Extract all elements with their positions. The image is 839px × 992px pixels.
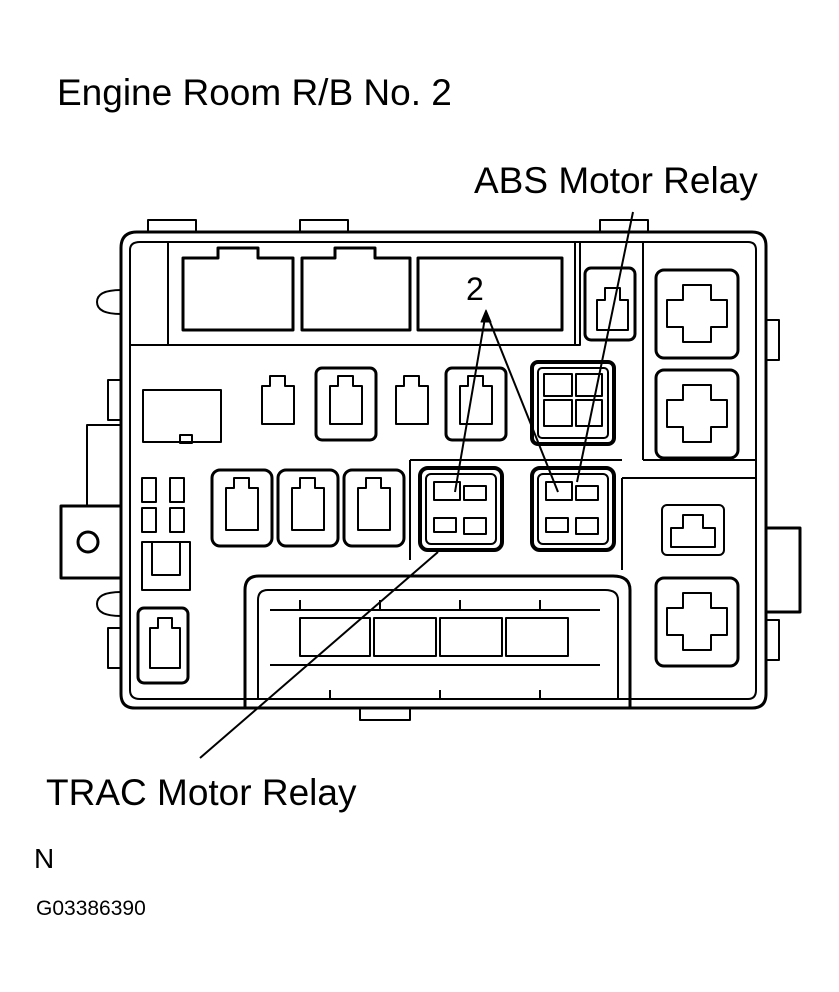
diagram-title: Engine Room R/B No. 2 (57, 72, 452, 113)
cross-icon (666, 592, 728, 651)
connector-3 (416, 256, 564, 332)
left-knob (96, 591, 122, 617)
pin-2-leader-right (485, 311, 559, 493)
small-relay-icon (149, 617, 181, 669)
fuse (169, 507, 185, 533)
small-relay-icon (596, 287, 629, 331)
left-knob (96, 289, 122, 315)
small-relay-icon (261, 375, 295, 425)
small-relay-icon (225, 477, 259, 531)
abs-leader-line (576, 211, 634, 483)
small-relay-icon (291, 477, 325, 531)
figure-id: G03386390 (36, 897, 146, 920)
small-relay-icon (395, 375, 429, 425)
orientation-letter: N (34, 843, 55, 874)
left-mounting-ear (59, 504, 121, 580)
top-partition (167, 242, 581, 346)
mounting-hole (76, 530, 100, 554)
relay-block-housing (119, 230, 768, 710)
cross-socket (654, 576, 740, 668)
left-clip (107, 379, 122, 421)
left-bracket (86, 424, 121, 506)
cross-icon (666, 284, 728, 343)
bottom-tab (359, 708, 411, 721)
connector-2 (300, 246, 412, 332)
relay-slot (276, 468, 340, 548)
left-clip (107, 627, 122, 669)
trac-motor-relay-label: TRAC Motor Relay (46, 772, 357, 813)
connector-cavity (299, 617, 371, 657)
small-relay-icon (670, 514, 716, 548)
relay-slot (210, 468, 274, 548)
pin-number-label: 2 (466, 271, 484, 307)
small-relay-icon (459, 375, 493, 425)
small-relay-icon (329, 375, 363, 425)
bottom-connector (243, 574, 632, 708)
relay-slot (342, 468, 406, 548)
connector-cavity (373, 617, 437, 657)
relay-block-inner-outline (129, 241, 757, 700)
cross-socket (654, 268, 740, 360)
relay-slot-bottom-left (136, 606, 190, 685)
top-tab (299, 219, 349, 232)
fuse (141, 477, 157, 503)
connector-cavity (439, 617, 503, 657)
trac-motor-relay (418, 466, 504, 552)
fuse-holder (141, 541, 191, 591)
relay-slot-top-right (583, 266, 637, 342)
right-clip (765, 619, 780, 661)
abs-motor-relay-label: ABS Motor Relay (474, 160, 758, 201)
connector-cavity (505, 617, 569, 657)
small-relay-icon (357, 477, 391, 531)
cross-socket (654, 368, 740, 460)
top-tab (147, 219, 197, 232)
abs-motor-relay-2 (530, 466, 616, 552)
top-tab (599, 219, 649, 232)
fuse (141, 507, 157, 533)
small-socket (661, 504, 725, 556)
relay-slot (444, 366, 508, 442)
cross-icon (666, 384, 728, 443)
trac-leader-line (199, 551, 439, 759)
fuse (169, 477, 185, 503)
right-clip (765, 319, 780, 361)
pin-2-leader-left (454, 311, 487, 493)
relay-slot (314, 366, 378, 442)
right-mounting-ear (766, 526, 802, 614)
connector-1 (181, 246, 295, 332)
abs-motor-relay (530, 360, 616, 446)
